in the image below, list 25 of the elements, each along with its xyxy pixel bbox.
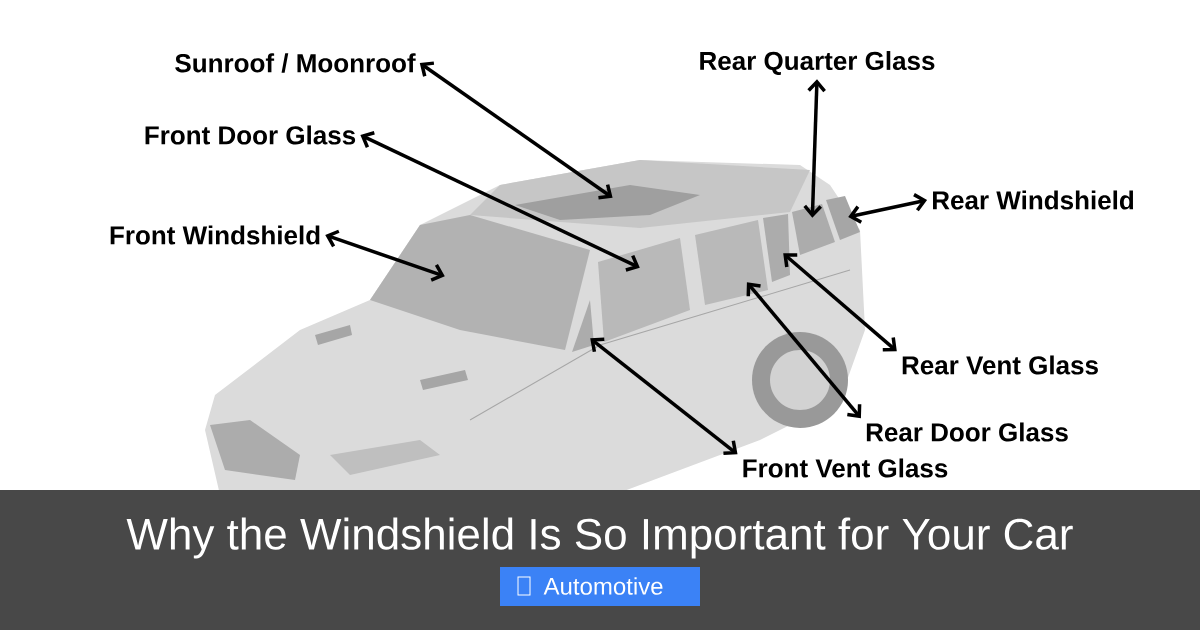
- part-label: Rear Vent Glass: [902, 355, 1098, 375]
- arrow: [803, 79, 826, 218]
- arrow: [848, 193, 928, 224]
- arrow: [590, 337, 738, 456]
- arrow: [419, 61, 613, 200]
- window-glass: [572, 300, 594, 352]
- part-label: Front Vent Glass: [743, 458, 948, 478]
- arrow: [360, 131, 640, 272]
- arrow: [783, 253, 897, 352]
- window-glass: [598, 238, 690, 342]
- window-glass: [515, 185, 700, 220]
- arrow: [325, 229, 445, 282]
- category-tag: Automotive: [500, 567, 700, 606]
- window-glass: [763, 214, 790, 282]
- part-label: Front Windshield: [110, 225, 320, 245]
- part-label: Sunroof / Moonroof: [175, 53, 416, 73]
- window-glass: [695, 220, 768, 305]
- arrow: [746, 282, 862, 419]
- window-glass: [826, 196, 860, 240]
- part-label: Front Door Glass: [145, 125, 356, 145]
- window-glass: [792, 204, 835, 255]
- window-glass: [370, 215, 590, 350]
- part-label: Rear Quarter Glass: [700, 51, 935, 75]
- part-label: Rear Door Glass: [866, 422, 1068, 442]
- part-label: Rear Windshield: [933, 190, 1134, 210]
